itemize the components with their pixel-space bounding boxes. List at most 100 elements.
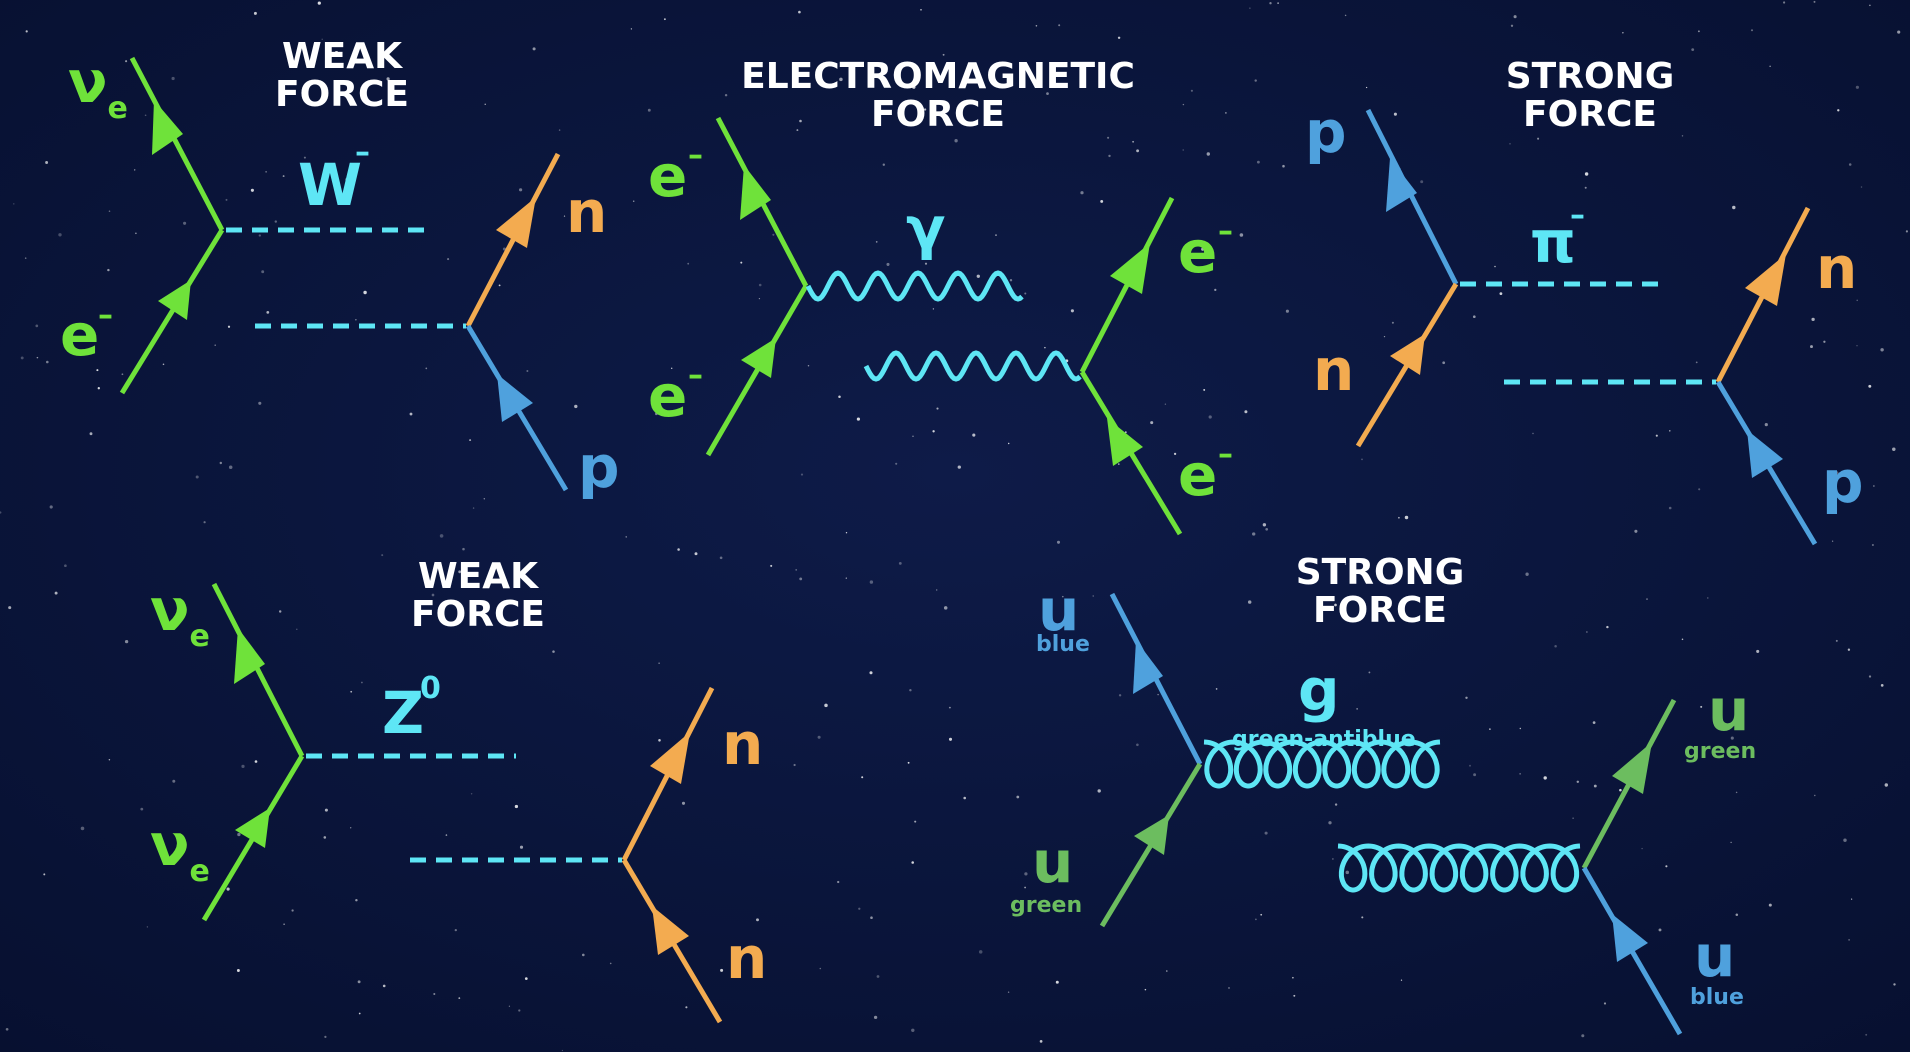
weak-z-n-bottom-label: n (726, 924, 767, 992)
star (1344, 14, 1347, 17)
star (1132, 140, 1135, 143)
star (283, 923, 285, 926)
star (799, 577, 803, 581)
star (1897, 30, 1901, 34)
star (35, 324, 39, 328)
star (856, 417, 860, 421)
strong-g-gluon-label: g (1298, 656, 1340, 724)
star (817, 735, 821, 739)
star (719, 556, 723, 560)
star (360, 681, 363, 684)
star (140, 807, 144, 811)
star (58, 233, 62, 237)
star (258, 234, 261, 237)
star (1164, 403, 1167, 405)
strong-pi-neutron-arrow (1390, 334, 1425, 375)
star (1584, 172, 1589, 176)
star (663, 18, 666, 21)
weak-w-neutron-arrow (496, 197, 536, 248)
star (355, 319, 357, 321)
star (203, 521, 206, 524)
star (144, 114, 147, 117)
star (756, 918, 759, 922)
strong-g-blue-quark-in-arrow (1612, 914, 1648, 962)
star (1658, 928, 1662, 932)
strong-g-green-quark-arrow (1134, 815, 1169, 855)
star (558, 129, 561, 131)
weak-z-title-line1: WEAK (418, 556, 539, 597)
star (1361, 458, 1363, 461)
star (1681, 135, 1684, 137)
em-e-top-left-label: e (648, 142, 687, 210)
star (923, 108, 927, 111)
star (912, 435, 914, 437)
star (107, 268, 110, 272)
star (1328, 821, 1332, 825)
star (1157, 693, 1159, 696)
star (720, 968, 724, 972)
star (1543, 776, 1547, 780)
star (226, 887, 230, 891)
star (1828, 503, 1832, 507)
weak-z-nu-bottom-label: νe (150, 811, 210, 889)
star (241, 764, 245, 769)
star (0, 511, 2, 514)
star (358, 1012, 361, 1015)
star (1092, 595, 1094, 597)
star (795, 569, 798, 571)
star (46, 360, 49, 364)
em-electron-top-right-arrow (1110, 243, 1150, 294)
star (1668, 506, 1672, 510)
star (1655, 434, 1658, 437)
star (5, 1027, 9, 1031)
star (447, 258, 450, 261)
star (183, 221, 187, 225)
star (323, 836, 327, 839)
star (1764, 423, 1768, 427)
star (1843, 838, 1847, 842)
star (625, 536, 627, 538)
weak-w-electron-minus: – (98, 298, 113, 333)
strong-g-title-line1: STRONG (1296, 552, 1465, 593)
star (796, 129, 799, 132)
star (1494, 265, 1496, 268)
star (1118, 694, 1122, 697)
star (647, 108, 651, 112)
star (875, 241, 878, 243)
star (458, 997, 461, 999)
em-e-bottom-left-minus: – (688, 358, 703, 393)
weak-w-electron-arrow (158, 280, 191, 320)
star (472, 507, 475, 509)
star (1292, 976, 1294, 979)
star (1519, 727, 1522, 730)
star (80, 826, 85, 831)
star (799, 119, 802, 123)
em-e-bottom-right-label: e (1178, 441, 1217, 509)
star (589, 495, 592, 498)
star (1831, 540, 1834, 542)
weak-z-title-line2: FORCE (411, 594, 545, 635)
star (108, 210, 111, 212)
star (334, 50, 339, 55)
star (1641, 847, 1643, 850)
weak-w-neutrino-arrow (152, 100, 183, 155)
star (869, 580, 874, 584)
star (1254, 79, 1257, 82)
star (1277, 2, 1279, 4)
star (108, 759, 111, 761)
star (1692, 996, 1695, 999)
star (1868, 384, 1872, 388)
em-e-top-right-label: e (1178, 218, 1217, 286)
star (694, 552, 698, 556)
strong-g-u-top-left-label: u (1038, 576, 1079, 644)
weak-w-electron-label: e (60, 301, 99, 369)
star (1691, 48, 1695, 51)
star (1007, 442, 1010, 445)
star (1768, 903, 1772, 907)
star (1880, 348, 1884, 352)
star (963, 796, 966, 800)
star (484, 103, 486, 105)
star (1603, 1002, 1607, 1005)
star (309, 183, 313, 187)
star (909, 688, 912, 692)
